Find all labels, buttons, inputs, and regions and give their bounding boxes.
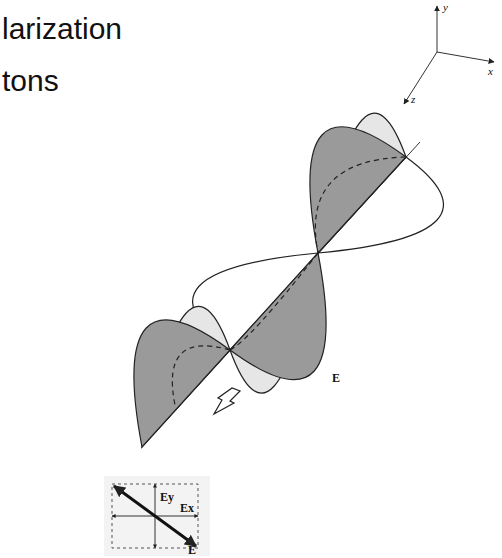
axes — [404, 6, 494, 104]
propagation-arrow — [214, 388, 240, 414]
wave-lobes — [134, 113, 444, 447]
component-label: Ey — [160, 491, 174, 503]
axis-label: x — [488, 66, 493, 77]
polarization-inset — [104, 476, 210, 556]
axis-label: y — [443, 2, 448, 13]
field-label: E — [332, 372, 340, 384]
title-fragment: tons — [2, 66, 59, 96]
title-fragment: larization — [2, 14, 122, 44]
component-label: Ex — [180, 502, 194, 514]
vector-label: E — [188, 544, 196, 556]
axis-label: z — [411, 94, 415, 105]
